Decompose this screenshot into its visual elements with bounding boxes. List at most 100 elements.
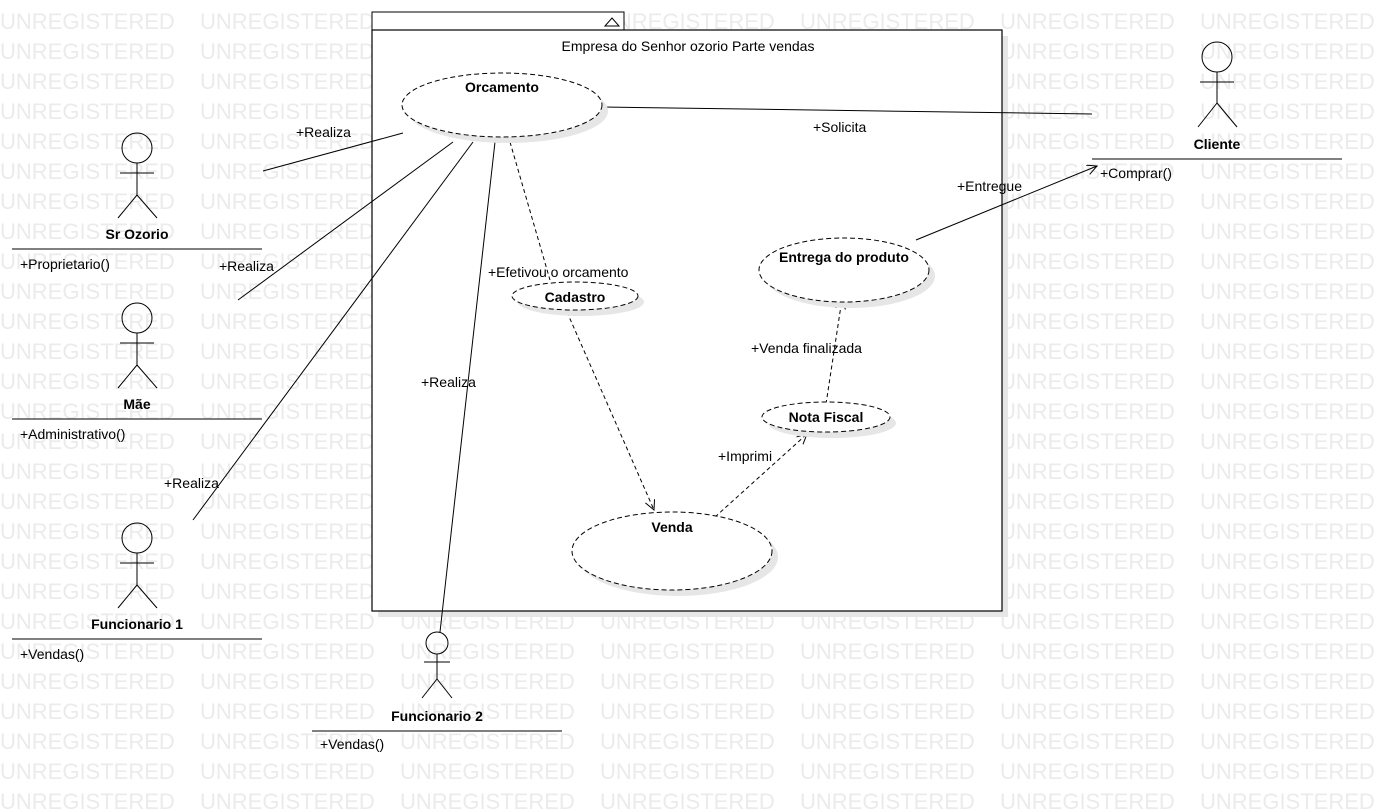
use-case-label: Orcamento <box>465 79 539 95</box>
watermark-text: UNREGISTERED <box>800 729 975 754</box>
watermark-text: UNREGISTERED <box>200 159 375 184</box>
watermark-text: UNREGISTERED <box>1000 249 1175 274</box>
actor-funcionario-2[interactable]: Funcionario 2 +Vendas() <box>312 631 562 752</box>
watermark-text: UNREGISTERED <box>200 399 375 424</box>
watermark-text: UNREGISTERED <box>1200 519 1375 544</box>
dependency-orcamento-cadastro[interactable] <box>509 141 551 281</box>
watermark-text: UNREGISTERED <box>1000 189 1175 214</box>
watermark-text: UNREGISTERED <box>1200 759 1375 784</box>
label-func2-realiza: +Realiza <box>421 374 476 390</box>
actor-name: Funcionario 1 <box>91 616 183 632</box>
watermark-text: UNREGISTERED <box>600 789 775 810</box>
package-tab <box>371 11 625 31</box>
association-func2-orcamento[interactable] <box>439 141 496 633</box>
watermark-text: UNREGISTERED <box>1000 219 1175 244</box>
watermark-text: UNREGISTERED <box>1200 699 1375 724</box>
label-venda-finalizada: +Venda finalizada <box>751 340 862 356</box>
stick-figure-icon <box>117 302 158 389</box>
watermark-text: UNREGISTERED <box>1000 9 1175 34</box>
watermark-text: UNREGISTERED <box>0 579 175 604</box>
watermark-text: UNREGISTERED <box>1000 489 1175 514</box>
watermark-text: UNREGISTERED <box>1200 339 1375 364</box>
association-func1-orcamento[interactable] <box>192 141 474 521</box>
watermark-text: UNREGISTERED <box>1200 279 1375 304</box>
watermark-text: UNREGISTERED <box>200 669 375 694</box>
watermark-text: UNREGISTERED <box>0 519 175 544</box>
watermark-text: UNREGISTERED <box>800 789 975 810</box>
watermark-text: UNREGISTERED <box>0 159 175 184</box>
watermark-text: UNREGISTERED <box>1200 489 1375 514</box>
watermark-text: UNREGISTERED <box>0 429 175 454</box>
watermark-text: UNREGISTERED <box>400 699 575 724</box>
watermark-text: UNREGISTERED <box>1200 429 1375 454</box>
watermark-text: UNREGISTERED <box>200 549 375 574</box>
label-entregue: +Entregue <box>957 178 1022 194</box>
association-entrega-cliente[interactable] <box>915 166 1097 241</box>
watermark-text: UNREGISTERED <box>1200 639 1375 664</box>
watermark-text: UNREGISTERED <box>1200 369 1375 394</box>
use-case-venda[interactable]: Venda <box>571 511 778 596</box>
watermark-text: UNREGISTERED <box>0 249 175 274</box>
watermark-text: UNREGISTERED <box>1000 609 1175 634</box>
watermark-text: UNREGISTERED <box>0 9 175 34</box>
watermark-text: UNREGISTERED <box>1000 549 1175 574</box>
watermark-text: UNREGISTERED <box>200 609 375 634</box>
watermark-text: UNREGISTERED <box>200 699 375 724</box>
watermark-text: UNREGISTERED <box>800 639 975 664</box>
actor-operation: +Vendas() <box>20 646 84 662</box>
watermark-text: UNREGISTERED <box>200 429 375 454</box>
watermark-text: UNREGISTERED <box>200 219 375 244</box>
use-case-orcamento[interactable]: Orcamento <box>401 72 608 143</box>
stick-figure-icon <box>421 631 453 699</box>
watermark-text: UNREGISTERED <box>200 789 375 810</box>
watermark-text: UNREGISTERED <box>200 489 375 514</box>
watermark-text: UNREGISTERED <box>0 369 175 394</box>
watermark-text: UNREGISTERED <box>0 99 175 124</box>
dependencies <box>509 141 842 518</box>
watermark-text: UNREGISTERED <box>1200 249 1375 274</box>
watermark-text: UNREGISTERED <box>1200 459 1375 484</box>
watermark-text: UNREGISTERED <box>200 519 375 544</box>
watermark-text: UNREGISTERED <box>0 669 175 694</box>
actor-sr-ozorio[interactable]: Sr Ozorio +Proprietario() <box>12 132 262 272</box>
association-mae-orcamento[interactable] <box>237 141 454 301</box>
use-case-nota-fiscal[interactable]: Nota Fiscal <box>761 401 896 438</box>
association-cliente-orcamento[interactable] <box>602 106 1093 115</box>
use-case-label: Nota Fiscal <box>789 409 864 425</box>
actor-operation: +Vendas() <box>320 736 384 752</box>
watermark-text: UNREGISTERED <box>400 789 575 810</box>
watermark-text: UNREGISTERED <box>1000 309 1175 334</box>
collapse-triangle-icon[interactable] <box>603 17 621 27</box>
use-case-entrega[interactable]: Entrega do produto <box>758 237 935 308</box>
watermark-text: UNREGISTERED <box>600 669 775 694</box>
watermark-text: UNREGISTERED <box>1200 129 1375 154</box>
watermark-text: UNREGISTERED <box>1000 579 1175 604</box>
watermark-text: UNREGISTERED <box>1200 669 1375 694</box>
actor-funcionario-1[interactable]: Funcionario 1 +Vendas() <box>12 522 262 662</box>
watermark-text: UNREGISTERED <box>200 639 375 664</box>
label-imprimi: +Imprimi <box>718 448 772 464</box>
stick-figure-icon <box>117 522 158 609</box>
watermark-text: UNREGISTERED <box>1000 99 1175 124</box>
watermark-text: UNREGISTERED <box>1000 39 1175 64</box>
watermark-text: UNREGISTERED <box>0 219 175 244</box>
watermark-text: UNREGISTERED <box>200 189 375 214</box>
dependency-nota-entrega[interactable] <box>825 299 842 405</box>
actor-name: Mãe <box>123 396 150 412</box>
watermark-text: UNREGISTERED <box>200 579 375 604</box>
watermark-text: UNREGISTERED <box>0 279 175 304</box>
watermark-text: UNREGISTERED <box>800 699 975 724</box>
actor-cliente[interactable]: Cliente +Comprar() <box>1092 41 1342 181</box>
watermark-text: UNREGISTERED <box>200 129 375 154</box>
actor-operation: +Proprietario() <box>20 256 110 272</box>
association-ozorio-orcamento[interactable] <box>262 132 404 172</box>
watermark-text: UNREGISTERED <box>200 369 375 394</box>
label-mae-realiza: +Realiza <box>219 258 274 274</box>
actor-mae[interactable]: Mãe +Administrativo() <box>12 302 262 442</box>
watermark-text: UNREGISTERED <box>1200 579 1375 604</box>
use-case-cadastro[interactable]: Cadastro <box>511 281 644 316</box>
actor-operation: +Comprar() <box>1100 165 1172 181</box>
watermark-text: UNREGISTERED <box>1000 759 1175 784</box>
dependency-cadastro-venda[interactable] <box>566 311 654 510</box>
